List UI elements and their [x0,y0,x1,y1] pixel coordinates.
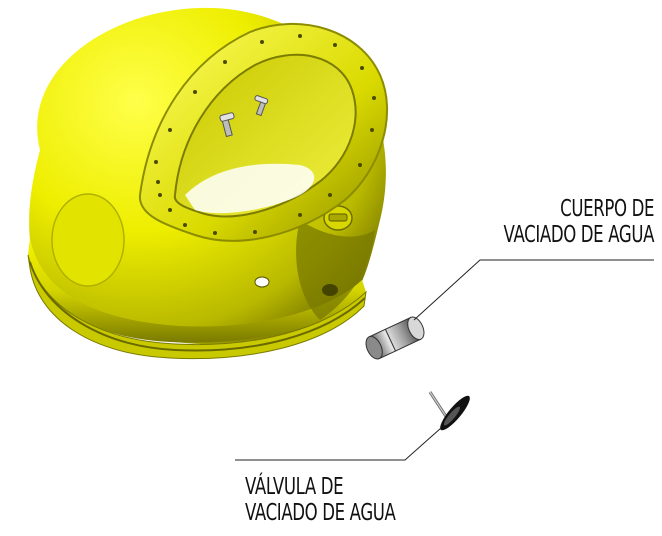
port-hole [254,276,270,288]
neck-ring-upper [28,238,366,343]
faceplate [138,23,388,242]
internal-bolts [219,95,269,138]
drain-body-leader [413,259,654,321]
drain-body-label-line2: VACIADO DE AGUA [503,222,654,248]
drain-valve-label-line1: VÁLVULA DE [245,474,344,500]
side-knob [323,205,353,231]
neck-groove [29,261,366,352]
frame-screws [154,34,376,235]
drain-body-label: CUERPO DE VACIADO DE AGUA [503,196,654,248]
drain-valve-label-line2: VACIADO DE AGUA [245,500,396,526]
drain-body-label-line1: CUERPO DE [560,196,654,222]
interior-shadow [185,163,315,214]
side-bulge [51,193,125,287]
port-hole-drain [322,284,338,296]
drain-body-part [365,316,425,360]
drain-valve-label: VÁLVULA DE VACIADO DE AGUA [245,474,396,526]
helmet-shade [296,220,375,320]
drain-valve-leader [235,427,442,461]
drain-valve-part [428,391,470,431]
